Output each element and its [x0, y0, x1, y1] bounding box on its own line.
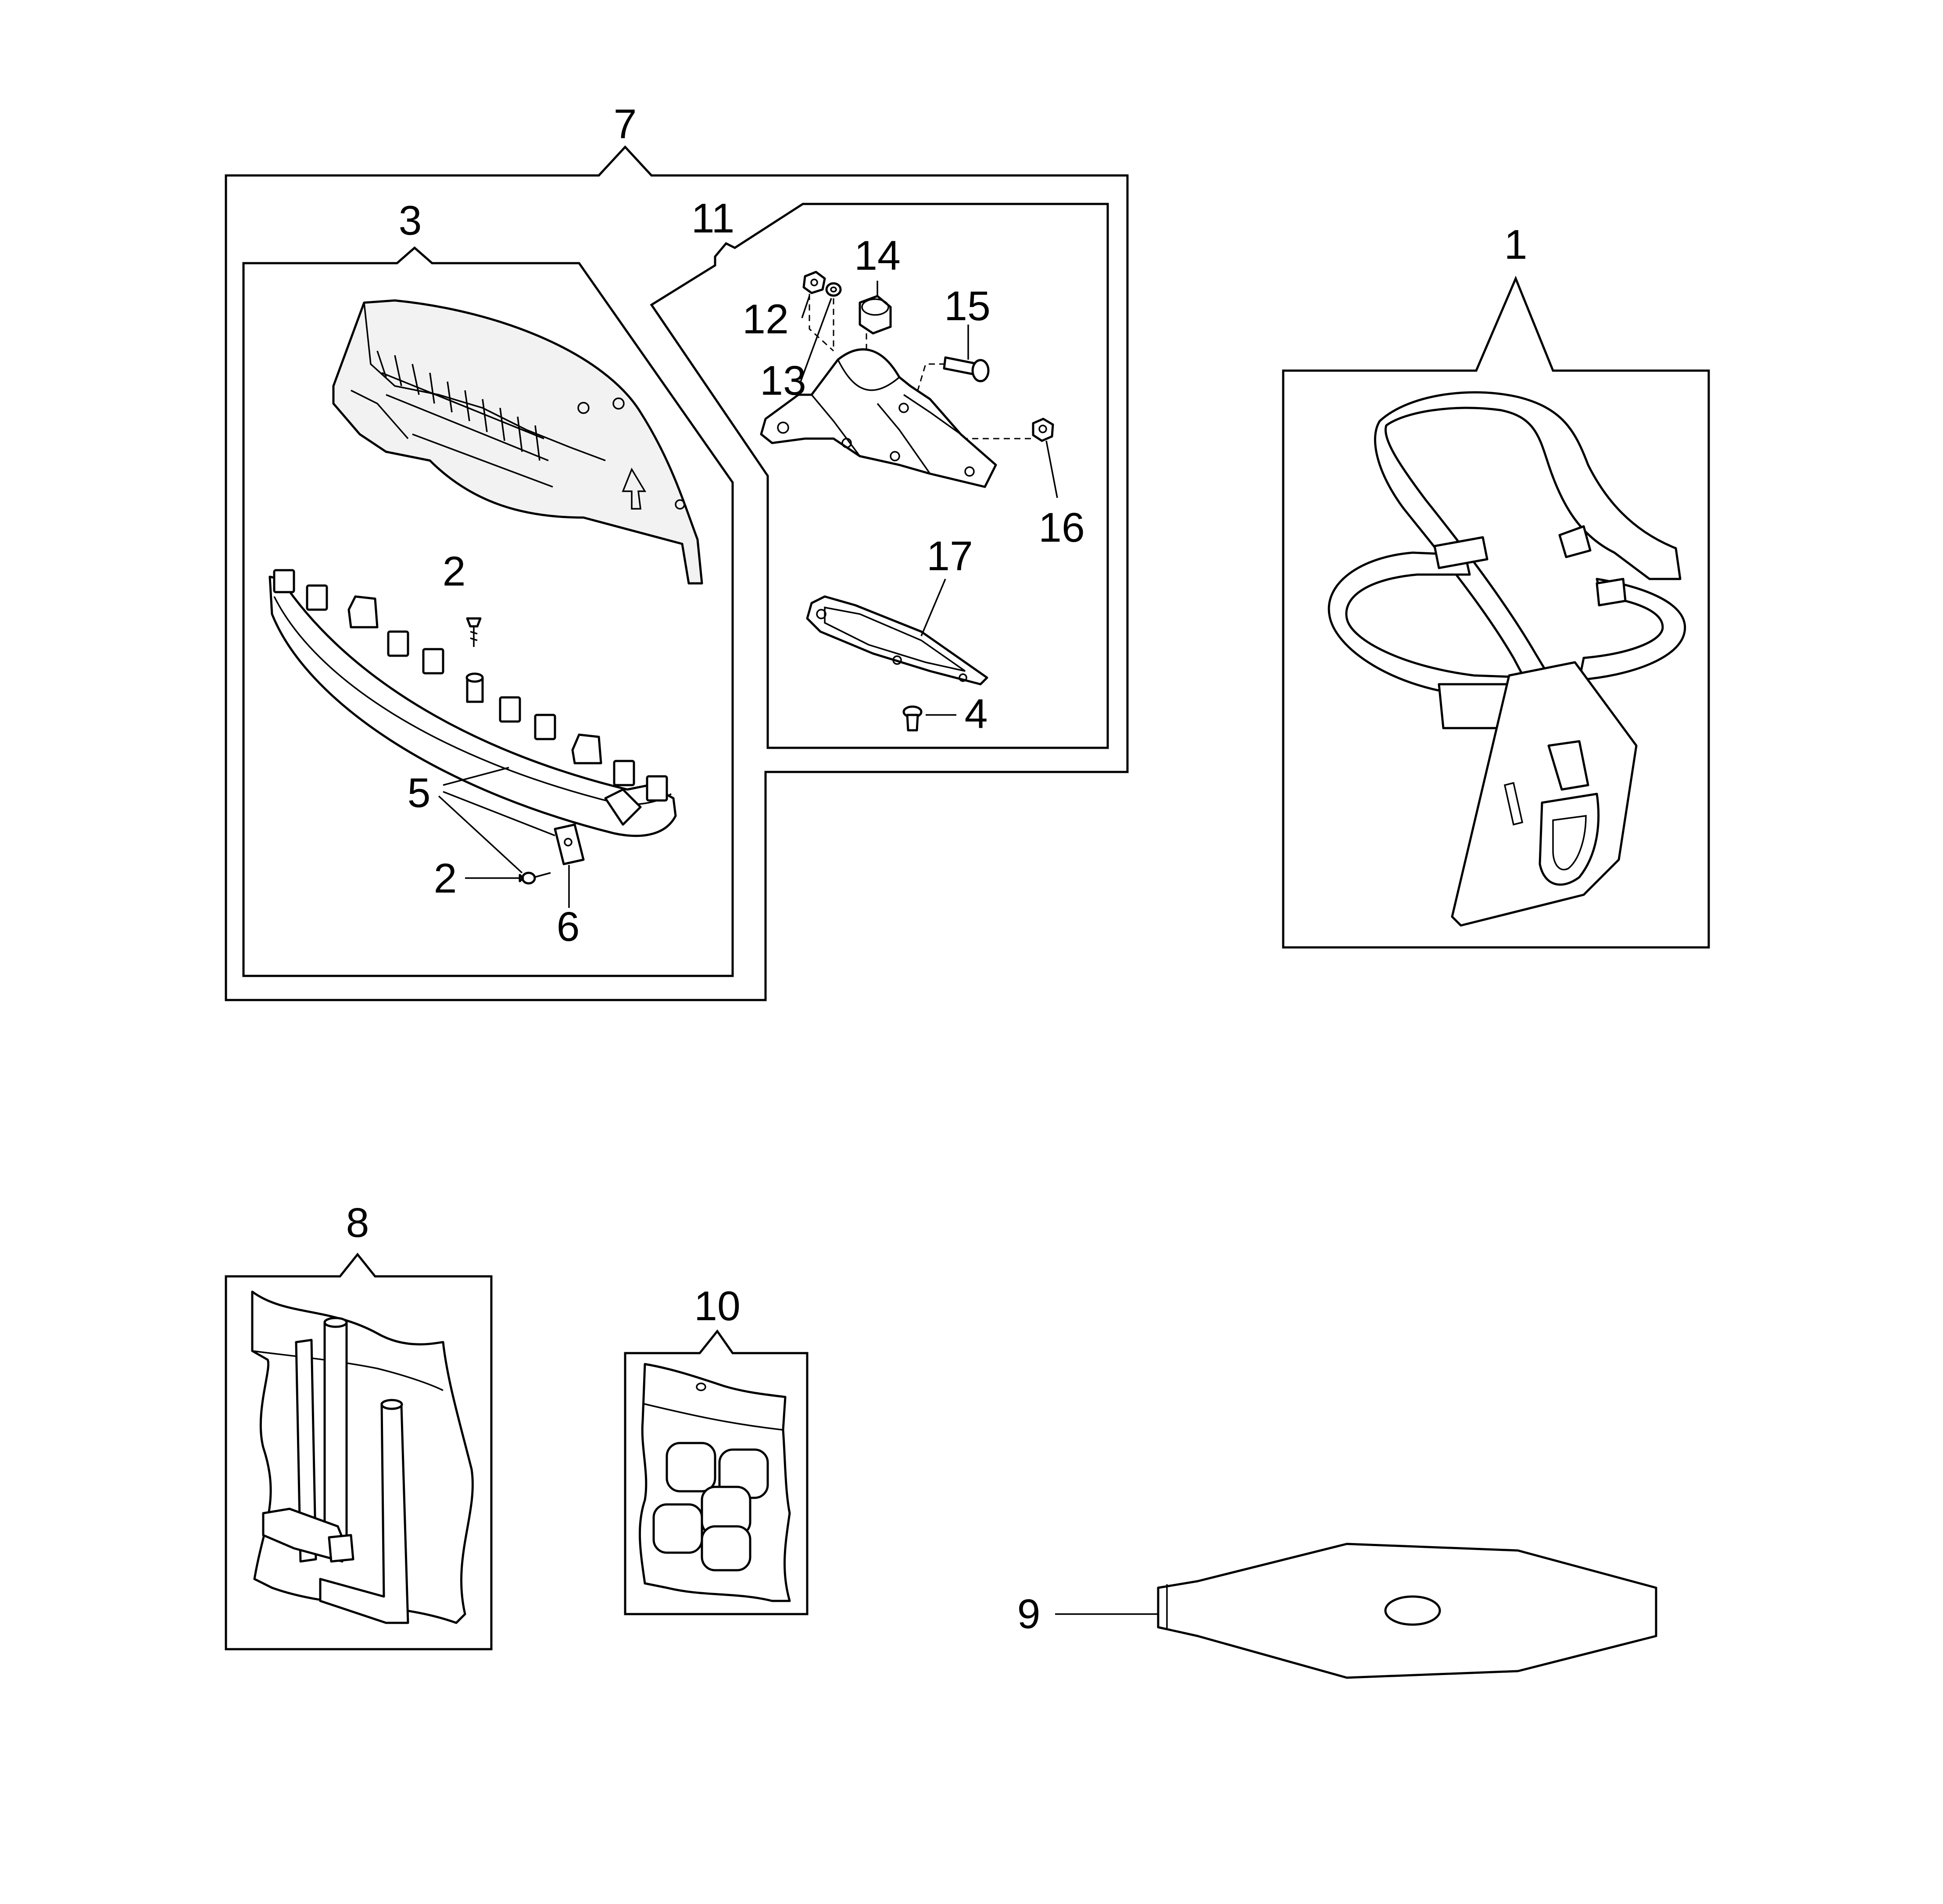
- callout-2-lower: 2: [434, 855, 457, 902]
- pin-15: [943, 356, 990, 382]
- blade-guard-skirt: [268, 569, 677, 837]
- callout-7: 7: [614, 101, 637, 147]
- mounting-bracket: [760, 348, 997, 488]
- callout-8: 8: [346, 1200, 369, 1246]
- callout-12: 12: [742, 296, 789, 343]
- callout-4: 4: [965, 691, 988, 737]
- cutting-blade-9: [1157, 1543, 1657, 1679]
- nut-12: [802, 271, 826, 294]
- lock-nut-16: [1032, 418, 1054, 442]
- callout-1: 1: [1504, 221, 1528, 268]
- callout-14: 14: [854, 232, 901, 279]
- tool-kit-bag: [251, 1290, 474, 1624]
- screw-2-upper: [466, 617, 482, 647]
- assembly-3-frame: [242, 246, 734, 977]
- clip-plate-6: [554, 823, 585, 865]
- screw-2-lower: [521, 872, 551, 885]
- callout-5: 5: [408, 770, 431, 816]
- callout-17: 17: [927, 533, 973, 579]
- shoulder-harness: [1328, 391, 1686, 927]
- callout-2-upper: 2: [443, 548, 466, 595]
- spare-parts-bag: [638, 1363, 791, 1602]
- washer-13: [825, 282, 842, 297]
- callout-16: 16: [1038, 504, 1085, 551]
- callout-15: 15: [944, 283, 991, 329]
- assembly-8-frame: [225, 1252, 493, 1650]
- bushing-14: [859, 295, 892, 335]
- callout-9: 9: [1017, 1591, 1041, 1637]
- bracket-plate-17: [806, 595, 988, 686]
- callout-6: 6: [557, 904, 580, 950]
- bolt-4: [902, 705, 923, 732]
- assembly-10-frame: [624, 1329, 809, 1615]
- callout-11: 11: [691, 195, 735, 242]
- callout-10: 10: [694, 1283, 741, 1329]
- blade-guard-cover: [332, 299, 703, 585]
- assembly-1-frame: [1282, 275, 1710, 949]
- leader-5: [438, 767, 555, 874]
- assembly-7-frame: [225, 145, 1129, 1001]
- assembly-11-frame: [650, 203, 1109, 749]
- callout-3: 3: [399, 197, 422, 244]
